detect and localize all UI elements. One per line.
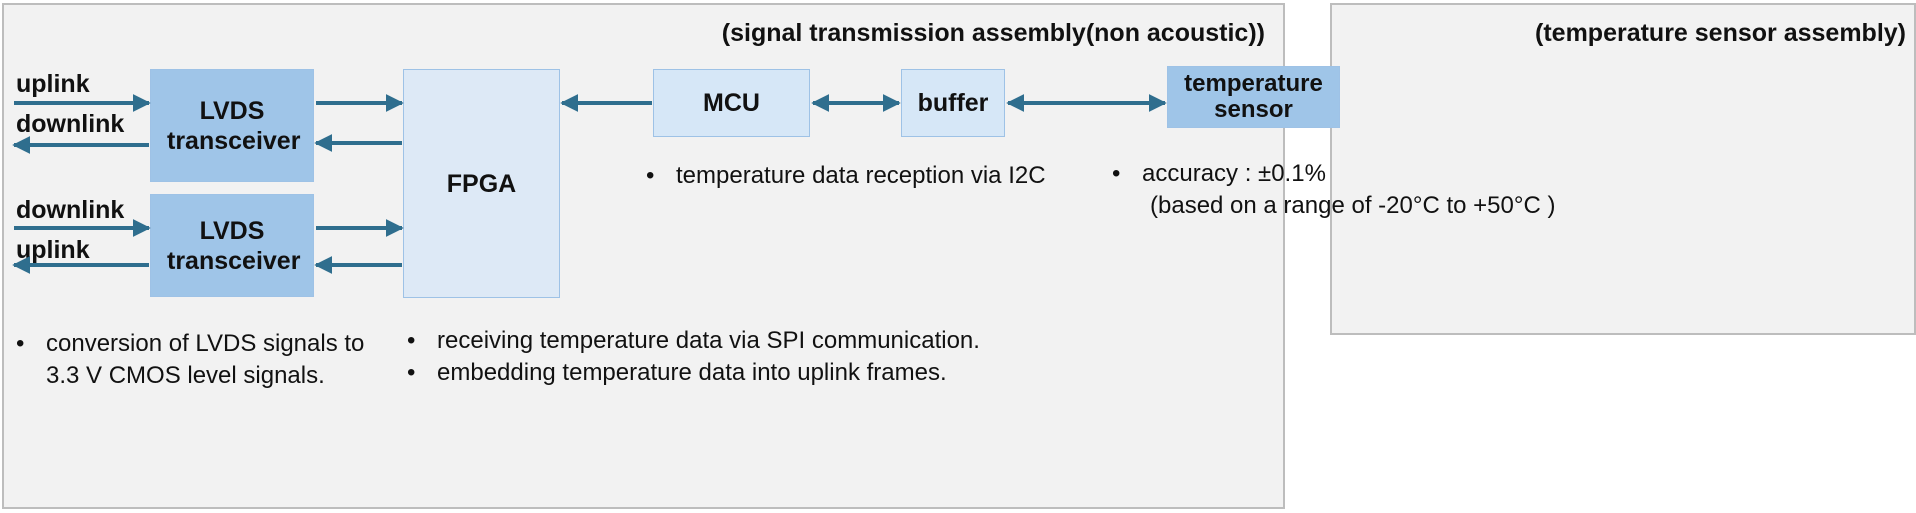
temperature-sensor-panel: (temperature sensor assembly)	[1330, 3, 1916, 335]
lvds-note-item: conversion of LVDS signals to 3.3 V CMOS…	[12, 328, 364, 393]
fpga-label: FPGA	[446, 169, 517, 198]
bottom-downlink-label: downlink	[16, 196, 125, 224]
buffer-label: buffer	[917, 89, 989, 117]
lvds-transceiver-top: LVDS transceiver	[150, 69, 314, 182]
lvds-top-label: LVDS transceiver	[167, 96, 301, 155]
accuracy-item: accuracy : ±0.1% (based on a range of -2…	[1108, 158, 1555, 223]
fpga-note-item-2: embedding temperature data into uplink f…	[403, 357, 980, 390]
lvds-bottom-label: LVDS transceiver	[167, 216, 301, 275]
buffer-block: buffer	[901, 69, 1005, 137]
lvds-note: conversion of LVDS signals to 3.3 V CMOS…	[12, 328, 364, 393]
fpga-note: receiving temperature data via SPI commu…	[403, 325, 980, 390]
fpga-note-item-1: receiving temperature data via SPI commu…	[403, 325, 980, 358]
temp-panel-title: (temperature sensor assembly)	[1535, 19, 1906, 47]
temperature-sensor-label: temperature sensor	[1184, 69, 1323, 123]
fpga-block: FPGA	[403, 69, 560, 298]
top-downlink-label: downlink	[16, 110, 125, 138]
mcu-note-item: temperature data reception via I2C	[642, 160, 1046, 193]
signal-panel-title: (signal transmission assembly(non acoust…	[721, 19, 1265, 47]
top-uplink-label: uplink	[16, 70, 90, 98]
mcu-label: MCU	[703, 89, 760, 117]
mcu-note: temperature data reception via I2C	[642, 160, 1046, 193]
lvds-note-line-1: conversion of LVDS signals to	[46, 330, 365, 357]
temp-sensor-note: accuracy : ±0.1% (based on a range of -2…	[1108, 158, 1555, 223]
mcu-block: MCU	[653, 69, 810, 137]
lvds-transceiver-bottom: LVDS transceiver	[150, 194, 314, 297]
lvds-note-line-2: 3.3 V CMOS level signals.	[46, 362, 325, 390]
range-line: (based on a range of -20°C to +50°C )	[1150, 192, 1556, 220]
accuracy-line: accuracy : ±0.1%	[1142, 160, 1326, 187]
temperature-sensor-block: temperature sensor	[1167, 66, 1340, 128]
